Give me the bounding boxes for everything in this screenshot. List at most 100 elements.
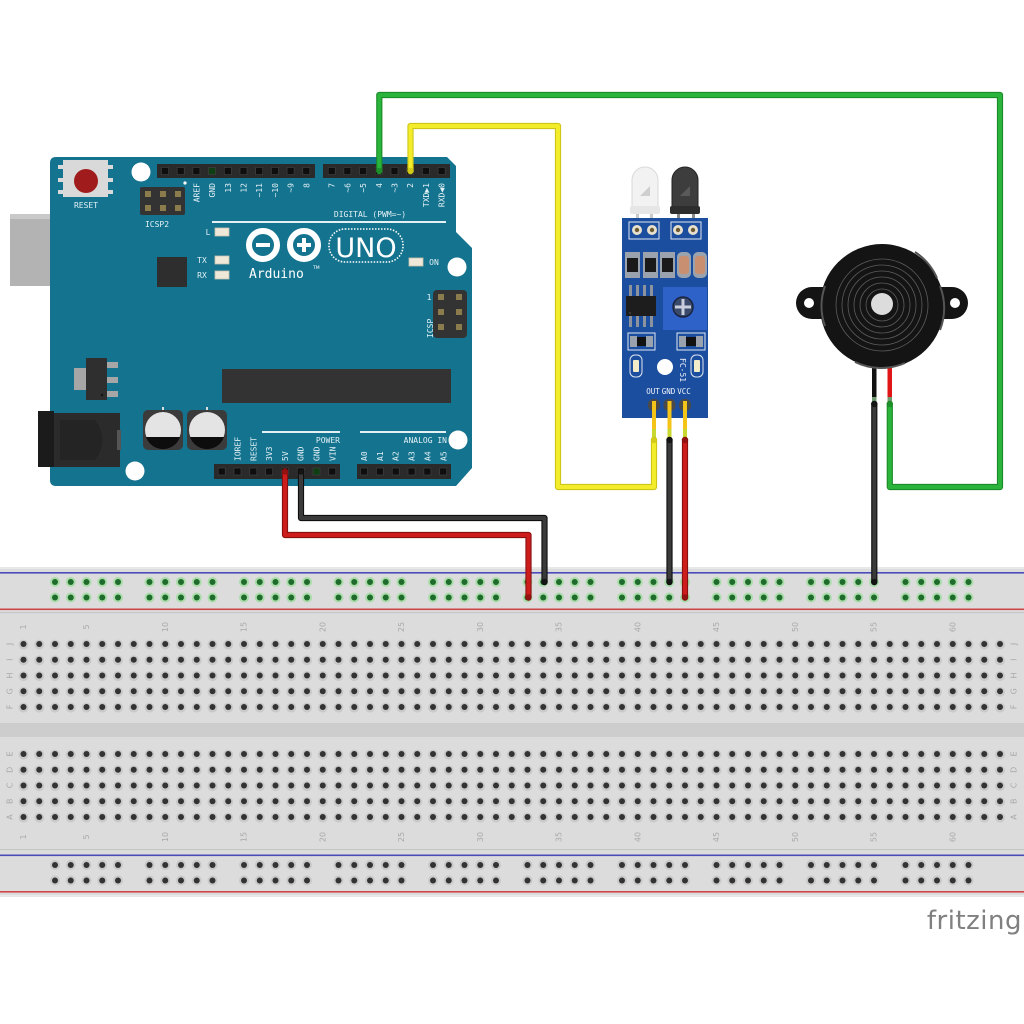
breadboard-hole[interactable] xyxy=(113,702,123,713)
breadboard-hole[interactable] xyxy=(286,702,297,713)
breadboard-hole[interactable] xyxy=(632,655,643,666)
breadboard-hole[interactable] xyxy=(97,812,108,823)
breadboard-hole[interactable] xyxy=(113,655,123,666)
rail-hole[interactable] xyxy=(302,577,312,587)
rail-hole[interactable] xyxy=(144,860,155,870)
breadboard-hole[interactable] xyxy=(664,671,675,682)
breadboard-hole[interactable] xyxy=(995,781,1005,792)
breadboard-hole[interactable] xyxy=(617,796,627,807)
breadboard-hole[interactable] xyxy=(569,686,580,697)
breadboard-hole[interactable] xyxy=(837,781,848,792)
breadboard-hole[interactable] xyxy=(396,812,407,823)
rail-hole[interactable] xyxy=(554,860,564,870)
breadboard-hole[interactable] xyxy=(617,812,627,823)
header-pin[interactable] xyxy=(192,167,201,175)
rail-hole[interactable] xyxy=(160,860,171,870)
breadboard-hole[interactable] xyxy=(963,796,974,807)
breadboard-hole[interactable] xyxy=(396,639,407,650)
breadboard-hole[interactable] xyxy=(916,655,927,666)
breadboard-hole[interactable] xyxy=(207,639,218,650)
breadboard-hole[interactable] xyxy=(947,655,958,666)
breadboard-hole[interactable] xyxy=(34,702,45,713)
rail-hole[interactable] xyxy=(806,577,816,587)
breadboard-hole[interactable] xyxy=(302,796,312,807)
breadboard-hole[interactable] xyxy=(664,639,675,650)
breadboard-hole[interactable] xyxy=(585,749,596,760)
breadboard-hole[interactable] xyxy=(223,765,234,776)
breadboard-hole[interactable] xyxy=(349,671,360,682)
breadboard-hole[interactable] xyxy=(538,796,549,807)
breadboard-hole[interactable] xyxy=(254,655,265,666)
breadboard-hole[interactable] xyxy=(459,781,470,792)
breadboard-hole[interactable] xyxy=(302,781,312,792)
rail-hole[interactable] xyxy=(97,592,108,603)
breadboard-hole[interactable] xyxy=(837,765,848,776)
breadboard-hole[interactable] xyxy=(191,765,202,776)
breadboard-hole[interactable] xyxy=(585,812,596,823)
rail-hole[interactable] xyxy=(475,875,486,886)
breadboard-hole[interactable] xyxy=(632,781,643,792)
breadboard-hole[interactable] xyxy=(365,749,375,760)
rail-hole[interactable] xyxy=(191,577,202,587)
rail-hole[interactable] xyxy=(428,860,438,870)
header-pin[interactable] xyxy=(423,467,432,476)
rail-hole[interactable] xyxy=(365,577,375,587)
breadboard-hole[interactable] xyxy=(302,749,312,760)
breadboard-hole[interactable] xyxy=(428,781,438,792)
breadboard-hole[interactable] xyxy=(491,812,501,823)
header-pin[interactable] xyxy=(328,467,337,476)
rail-hole[interactable] xyxy=(396,860,407,870)
breadboard-hole[interactable] xyxy=(506,781,517,792)
breadboard-hole[interactable] xyxy=(695,812,706,823)
reset-button[interactable] xyxy=(58,160,113,197)
breadboard-hole[interactable] xyxy=(459,749,470,760)
breadboard-hole[interactable] xyxy=(821,796,832,807)
breadboard-hole[interactable] xyxy=(806,749,816,760)
breadboard-hole[interactable] xyxy=(632,765,643,776)
breadboard-hole[interactable] xyxy=(491,702,501,713)
rail-hole[interactable] xyxy=(380,592,391,603)
rail-hole[interactable] xyxy=(554,875,564,886)
breadboard-hole[interactable] xyxy=(900,639,911,650)
breadboard-hole[interactable] xyxy=(774,655,785,666)
rail-hole[interactable] xyxy=(333,592,344,603)
breadboard-hole[interactable] xyxy=(947,765,958,776)
breadboard-hole[interactable] xyxy=(286,686,297,697)
rail-hole[interactable] xyxy=(727,860,738,870)
breadboard-hole[interactable] xyxy=(695,749,706,760)
breadboard-hole[interactable] xyxy=(743,639,753,650)
breadboard-hole[interactable] xyxy=(396,671,407,682)
breadboard-hole[interactable] xyxy=(428,671,438,682)
breadboard-hole[interactable] xyxy=(412,671,423,682)
breadboard-hole[interactable] xyxy=(365,639,375,650)
rail-hole[interactable] xyxy=(900,592,911,603)
breadboard-hole[interactable] xyxy=(837,686,848,697)
breadboard-hole[interactable] xyxy=(317,686,328,697)
breadboard-hole[interactable] xyxy=(680,765,690,776)
breadboard-hole[interactable] xyxy=(869,781,879,792)
breadboard-hole[interactable] xyxy=(223,671,234,682)
rail-hole[interactable] xyxy=(160,875,171,886)
breadboard-hole[interactable] xyxy=(160,702,171,713)
breadboard-hole[interactable] xyxy=(333,655,344,666)
rail-hole[interactable] xyxy=(648,577,659,587)
rail-hole[interactable] xyxy=(475,592,486,603)
breadboard-hole[interactable] xyxy=(475,686,486,697)
breadboard-hole[interactable] xyxy=(963,702,974,713)
rail-hole[interactable] xyxy=(963,592,974,603)
breadboard-hole[interactable] xyxy=(65,686,76,697)
breadboard-hole[interactable] xyxy=(128,796,139,807)
breadboard-hole[interactable] xyxy=(50,765,60,776)
breadboard-hole[interactable] xyxy=(380,781,391,792)
wire-endpoint-handle[interactable] xyxy=(281,468,289,475)
breadboard-hole[interactable] xyxy=(806,702,816,713)
breadboard-hole[interactable] xyxy=(806,765,816,776)
breadboard-hole[interactable] xyxy=(790,796,801,807)
breadboard-hole[interactable] xyxy=(81,655,92,666)
rail-hole[interactable] xyxy=(459,592,470,603)
rail-hole[interactable] xyxy=(491,875,501,886)
breadboard-hole[interactable] xyxy=(302,655,312,666)
breadboard-hole[interactable] xyxy=(711,796,722,807)
breadboard-hole[interactable] xyxy=(428,812,438,823)
rail-hole[interactable] xyxy=(774,860,785,870)
